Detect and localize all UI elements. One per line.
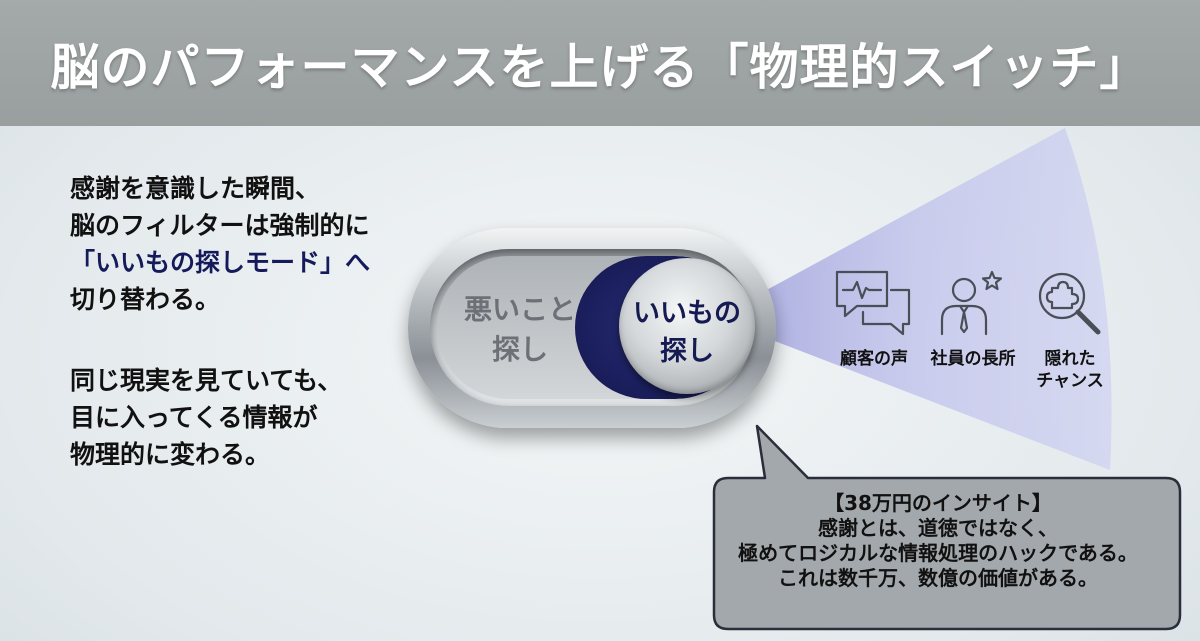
beam-item-label: 隠れた チャンス xyxy=(1020,348,1120,392)
switch-off-label: 悪いこと 探し xyxy=(445,290,595,370)
paragraph-line: 切り替わる。 xyxy=(70,285,221,314)
switch-on-label: いいもの 探し xyxy=(619,295,755,371)
magnifier-puzzle-icon xyxy=(1038,272,1101,335)
callout-line: これは数千万、数億の価値がある。 xyxy=(778,566,1098,590)
beam-item-label-line: 隠れた xyxy=(1044,349,1096,369)
switch-off-label-line: 悪いこと xyxy=(463,293,576,326)
chat-heartbeat-icon xyxy=(835,270,911,336)
callout-heading: 【38万円のインサイト】 xyxy=(824,491,1052,515)
paragraph-line: 感謝を意識した瞬間、 xyxy=(70,174,321,203)
switch-on-label-line: 探し xyxy=(660,336,714,367)
beam-item-label: 社員の長所 xyxy=(918,348,1028,370)
paragraph-line: 同じ現実を見ていても、 xyxy=(70,366,343,395)
beam-item-label: 顧客の声 xyxy=(826,348,922,370)
callout-line: 極めてロジカルな情報処理のハックである。 xyxy=(738,541,1138,565)
left-paragraph-2: 同じ現実を見ていても、 目に入ってくる情報が 物理的に変わる。 xyxy=(70,362,342,473)
header-bar: 脳のパフォーマンスを上げる「物理的スイッチ」 xyxy=(0,0,1200,126)
paragraph-line: 物理的に変わる。 xyxy=(70,440,271,469)
beam-item-label-line: 社員の長所 xyxy=(930,349,1016,369)
switch-on-label-line: いいもの xyxy=(633,298,741,329)
left-paragraph-1: 感謝を意識した瞬間、 脳のフィルターは強制的に 「いいもの探しモード」へ 切り替… xyxy=(70,170,370,318)
callout-line: 感謝とは、道徳ではなく、 xyxy=(818,516,1058,540)
insight-callout-text: 【38万円のインサイト】 感謝とは、道徳ではなく、 極めてロジカルな情報処理のハ… xyxy=(713,490,1163,591)
paragraph-line-emphasis: 「いいもの探しモード」へ xyxy=(70,248,371,277)
beam-item-label-line: 顧客の声 xyxy=(840,349,908,369)
paragraph-line: 目に入ってくる情報が xyxy=(70,403,318,432)
beam-item-label-line: チャンス xyxy=(1036,371,1104,391)
employee-star-icon xyxy=(940,270,1003,336)
paragraph-line: 脳のフィルターは強制的に xyxy=(70,211,370,240)
page-title: 脳のパフォーマンスを上げる「物理的スイッチ」 xyxy=(50,39,1150,96)
switch-off-label-line: 探し xyxy=(491,333,548,366)
toggle-knob[interactable] xyxy=(619,258,755,394)
